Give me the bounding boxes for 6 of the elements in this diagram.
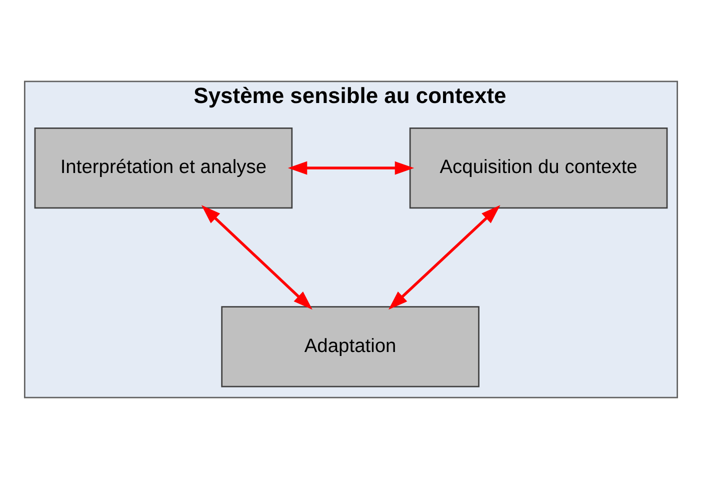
node-box: Interprétation et analyse: [34, 128, 293, 209]
arrow: [288, 161, 414, 175]
node-box: Adaptation: [221, 306, 480, 388]
node-box: Acquisition du contexte: [409, 128, 668, 209]
arrow: [388, 205, 500, 310]
arrow: [201, 205, 312, 310]
